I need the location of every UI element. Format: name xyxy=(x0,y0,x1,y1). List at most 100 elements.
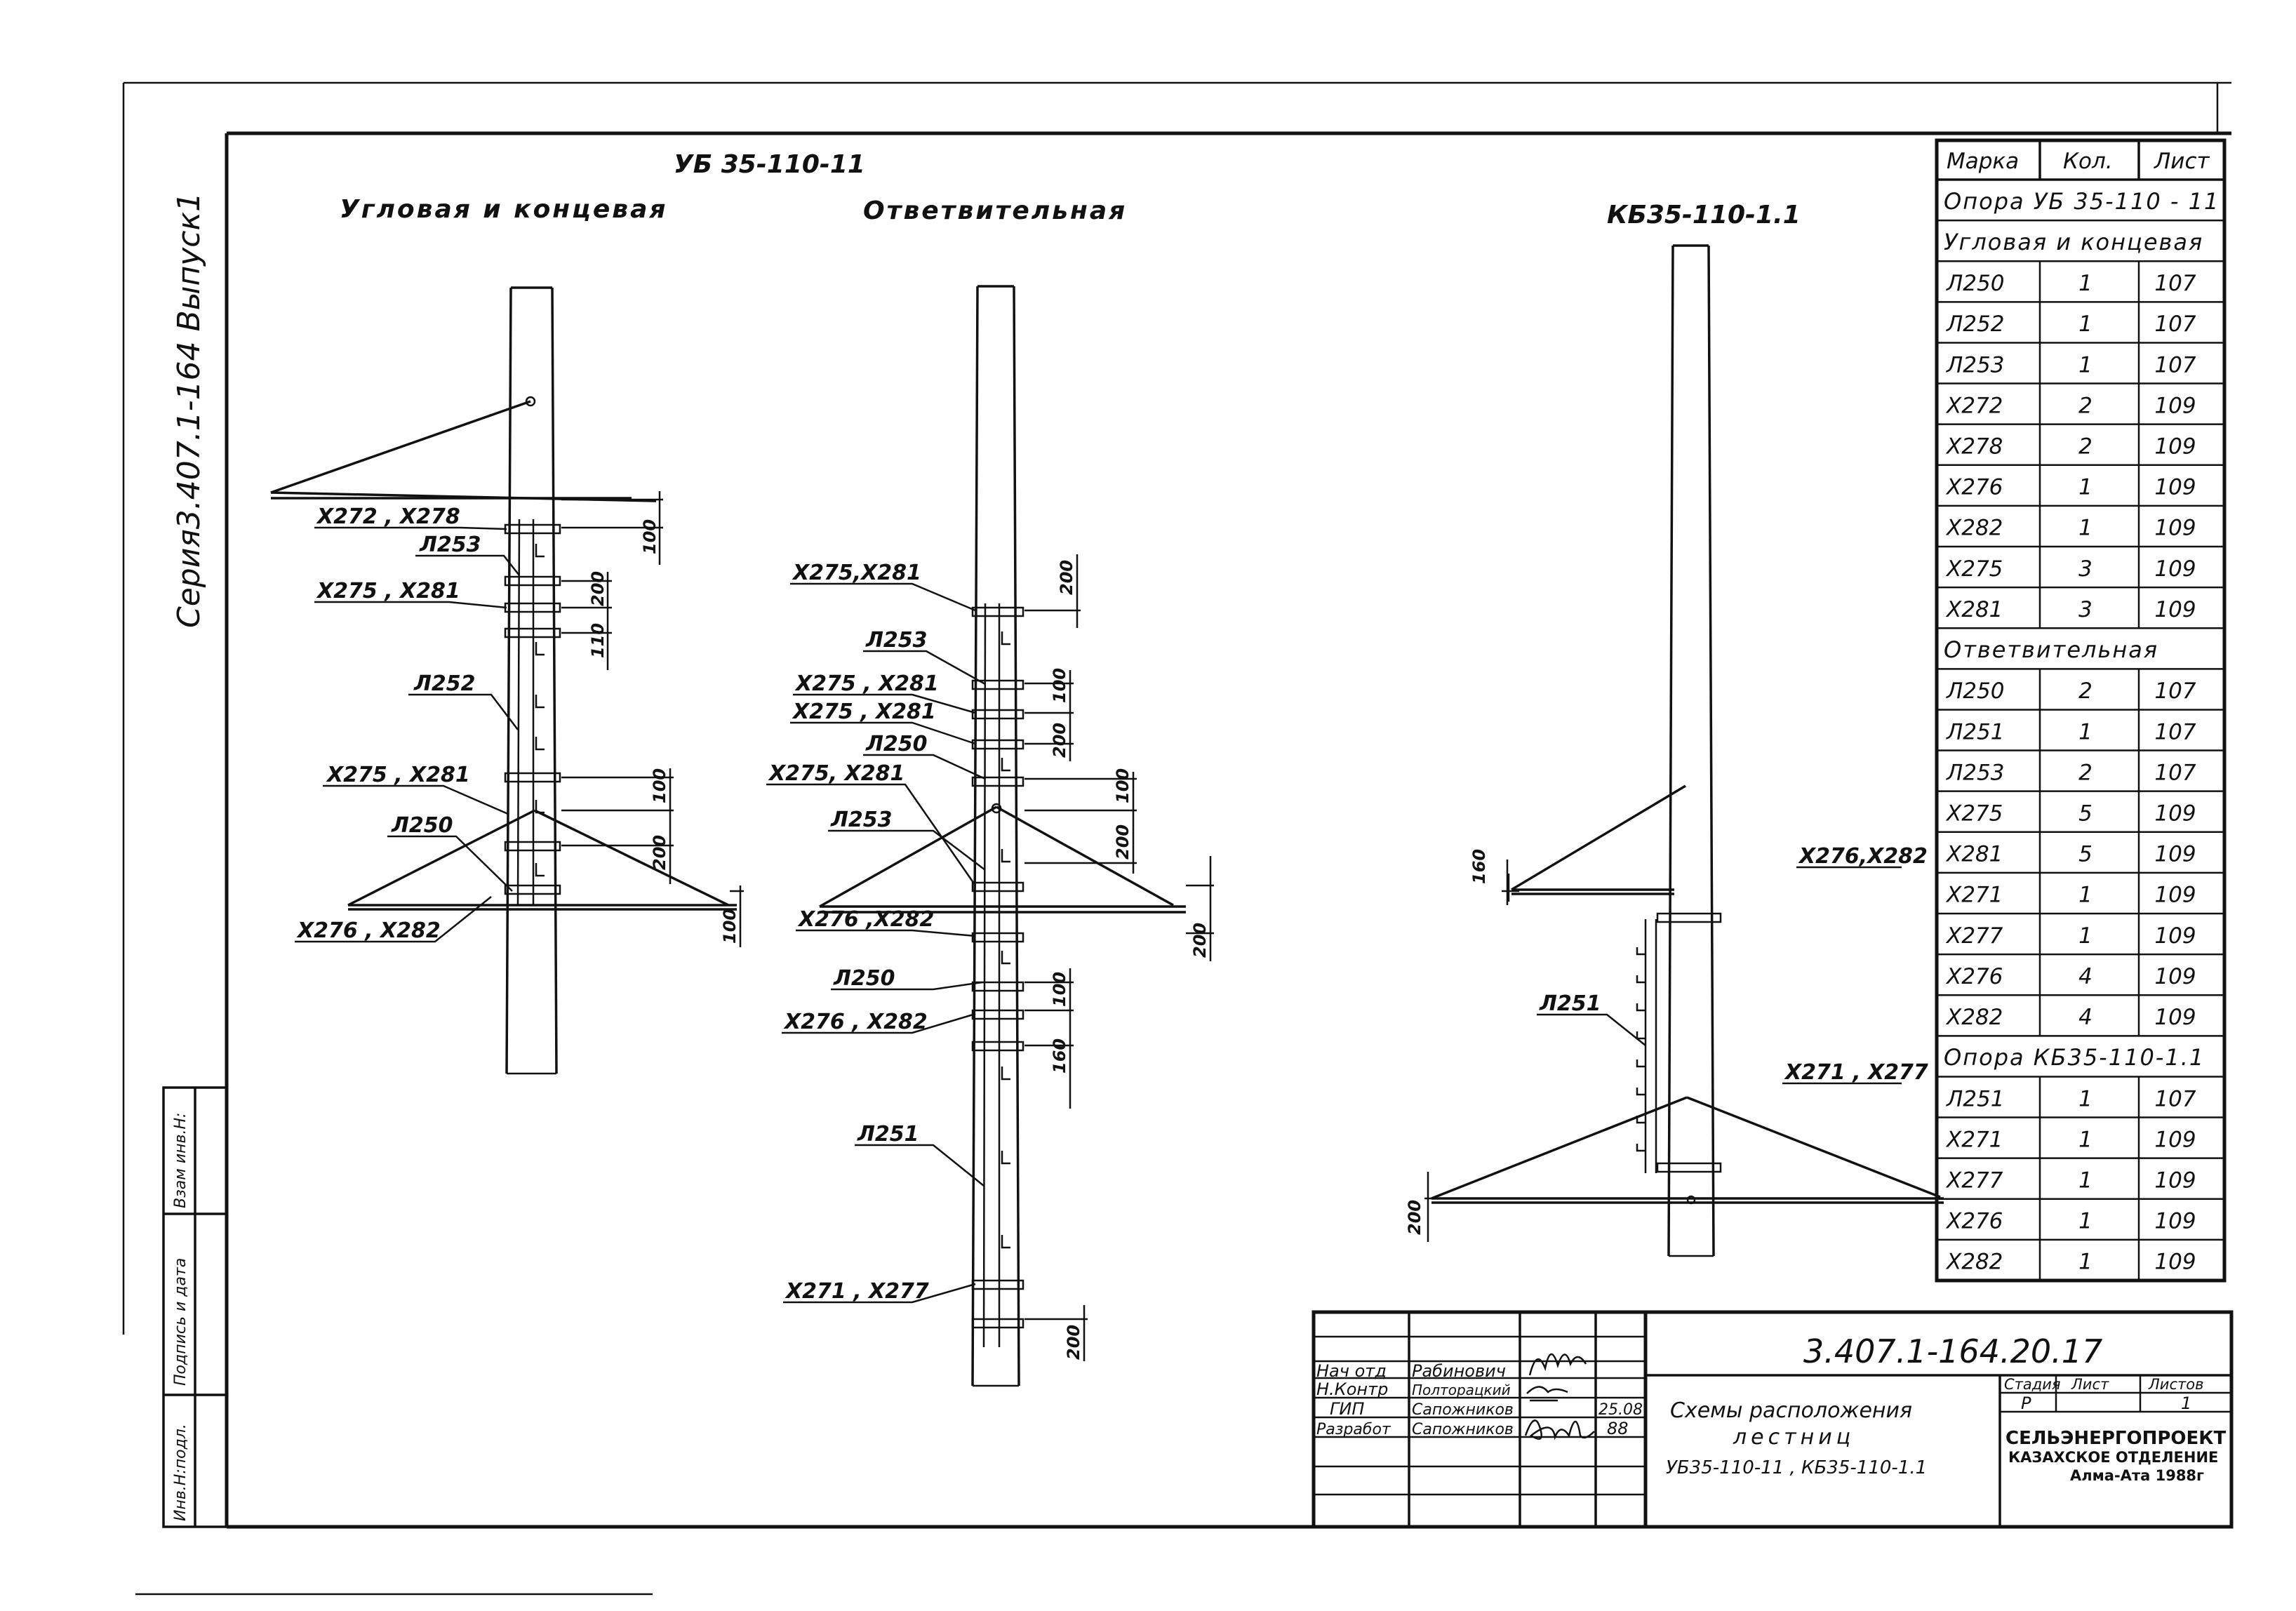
branch-label: Л251 xyxy=(857,1122,919,1147)
spec-cell-qty: 3 xyxy=(2078,556,2093,582)
description-line: Схемы расположения xyxy=(1670,1398,1912,1423)
kb-title: КБ35-110-1.1 xyxy=(1607,201,1801,229)
corner-label: Х275 , Х281 xyxy=(316,579,460,603)
org-name: СЕЛЬЭНЕРГОПРОЕКТ xyxy=(2005,1428,2227,1449)
spec-cell-qty: 2 xyxy=(2078,434,2093,460)
spec-table: Марка Кол. Лист Опора УБ 35-110 - 11Угло… xyxy=(1935,138,2227,1283)
corner-dim: 200 xyxy=(650,835,669,870)
spec-cell-qty: 1 xyxy=(2078,1209,2093,1234)
branch-dim: 160 xyxy=(1050,1038,1069,1074)
description-line: УБ35-110-11 , КБ35-110-1.1 xyxy=(1666,1457,1927,1478)
spec-cell-sheet: 109 xyxy=(2154,923,2196,949)
stamp-vzam: Взам инв.Н: xyxy=(172,1113,189,1208)
spec-cell-mark: Х282 xyxy=(1945,1250,2003,1275)
branch-pole-labels: Х275,Х281 Л253 Х275 , Х281 Х275 , Х281 Л… xyxy=(768,560,1210,1360)
spec-cell-qty: 1 xyxy=(2078,719,2093,744)
kb-label: Х276,Х282 xyxy=(1798,844,1928,869)
kb-pole-labels: Х276,Х282 Л251 Х271 , Х277 160 200 xyxy=(1405,844,1928,1235)
spec-cell-mark: Л253 xyxy=(1946,760,2004,785)
spec-cell-mark: Х282 xyxy=(1945,1005,2003,1030)
branch-dim: 200 xyxy=(1113,824,1133,860)
corner-label: Х275 , Х281 xyxy=(326,763,470,787)
signature xyxy=(1528,1353,1587,1376)
spec-cell-qty: 1 xyxy=(2078,475,2093,500)
spec-cell-mark: Х277 xyxy=(1945,923,2003,949)
spec-section-title: Ответвительная xyxy=(1944,636,2158,663)
staff-name: Полторацкий xyxy=(1412,1382,1511,1398)
spec-cell-sheet: 107 xyxy=(2154,271,2196,296)
side-stamp: Инв.Н:подл. Подпись и дата Взам инв.Н: xyxy=(162,1086,228,1528)
staff-role: Н.Контр xyxy=(1316,1379,1388,1399)
spec-cell-mark: Л250 xyxy=(1946,271,2004,296)
spec-cell-sheet: 107 xyxy=(2154,679,2196,704)
corner-dim: 110 xyxy=(588,623,608,658)
spec-cell-mark: Х281 xyxy=(1945,842,2003,867)
spec-cell-sheet: 109 xyxy=(2154,964,2196,989)
branch-label: Х275 , Х281 xyxy=(792,700,936,724)
stage-value: 1 xyxy=(2181,1393,2191,1413)
corner-pole xyxy=(270,286,744,1075)
org-city: Алма-Ата 1988г xyxy=(2070,1467,2204,1484)
branch-label: Л253 xyxy=(865,628,928,653)
spec-cell-mark: Х271 xyxy=(1945,883,2003,908)
stamp-inv: Инв.Н:подл. xyxy=(172,1424,189,1521)
branch-dim: 200 xyxy=(1190,923,1210,958)
spec-cell-qty: 1 xyxy=(2078,1168,2093,1194)
spec-cell-mark: Х282 xyxy=(1945,516,2003,541)
branch-dim: 200 xyxy=(1050,723,1069,758)
spec-cell-qty: 1 xyxy=(2078,312,2093,337)
branch-label: Х275, Х281 xyxy=(768,761,905,786)
corner-label: Х276 , Х282 xyxy=(296,918,441,943)
spec-cell-mark: Х275 xyxy=(1945,556,2003,582)
spec-cell-mark: Х272 xyxy=(1945,393,2003,418)
spec-cell-qty: 3 xyxy=(2078,597,2093,622)
branch-label: Х271 , Х277 xyxy=(785,1279,929,1304)
kb-dim: 200 xyxy=(1405,1200,1424,1235)
spec-cell-sheet: 109 xyxy=(2154,1005,2196,1030)
spec-cell-sheet: 107 xyxy=(2154,719,2196,744)
spec-cell-mark: Л251 xyxy=(1946,719,2004,744)
spec-cell-qty: 5 xyxy=(2078,801,2093,827)
branch-title: Ответвительная xyxy=(863,196,1127,225)
spec-section-title: Опора УБ 35-110 - 11 xyxy=(1944,188,2220,215)
spec-cell-qty: 1 xyxy=(2078,1127,2093,1152)
stage-value: Р xyxy=(2021,1393,2031,1413)
stage-header: Стадия xyxy=(2004,1376,2061,1393)
signature xyxy=(1526,1386,1568,1402)
date-year: 88 xyxy=(1607,1419,1629,1438)
spec-cell-mark: Х281 xyxy=(1945,597,2003,622)
spec-cell-sheet: 109 xyxy=(2154,883,2196,908)
spec-cell-qty: 2 xyxy=(2078,679,2093,704)
description-line: лестниц xyxy=(1733,1425,1855,1450)
spec-header: Лист xyxy=(2154,149,2210,174)
doc-number: 3.407.1-164.20.17 xyxy=(1803,1332,2102,1370)
corner-label: Л250 xyxy=(391,813,453,838)
spec-cell-mark: Л251 xyxy=(1946,1086,2004,1111)
spec-cell-mark: Х276 xyxy=(1945,964,2003,989)
spec-cell-sheet: 109 xyxy=(2154,801,2196,827)
spec-header: Марка xyxy=(1947,149,2019,174)
spec-cell-sheet: 107 xyxy=(2154,760,2196,785)
branch-dim: 200 xyxy=(1064,1325,1083,1360)
spec-cell-qty: 5 xyxy=(2078,842,2093,867)
spec-cell-qty: 1 xyxy=(2078,923,2093,949)
branch-dim: 200 xyxy=(1057,560,1076,595)
branch-dim: 100 xyxy=(1113,768,1133,803)
corner-dim: 100 xyxy=(640,519,660,554)
branch-label: Х275 , Х281 xyxy=(794,671,939,696)
spec-section-title: Угловая и концевая xyxy=(1944,229,2203,255)
staff-role: ГИП xyxy=(1330,1399,1364,1419)
spec-cell-sheet: 109 xyxy=(2154,516,2196,541)
spec-cell-sheet: 107 xyxy=(2154,312,2196,337)
spec-cell-mark: Х278 xyxy=(1945,434,2003,460)
date-day: 25.08 xyxy=(1598,1401,1643,1419)
spec-cell-qty: 1 xyxy=(2078,1250,2093,1275)
spec-cell-qty: 1 xyxy=(2078,271,2093,296)
spec-cell-mark: Л252 xyxy=(1946,312,2004,337)
spec-cell-sheet: 109 xyxy=(2154,434,2196,460)
staff-role: Разработ xyxy=(1316,1421,1391,1438)
branch-label: Х275,Х281 xyxy=(792,561,921,585)
staff-role: Нач отд xyxy=(1316,1361,1387,1381)
spec-cell-qty: 1 xyxy=(2078,1086,2093,1111)
